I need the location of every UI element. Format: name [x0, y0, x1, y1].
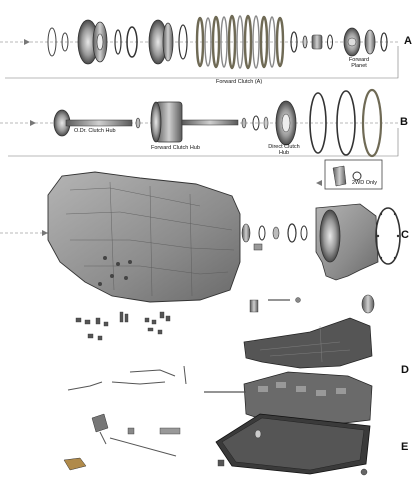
drain-plug [360, 468, 368, 476]
label-forward-planet: Forward Planet [344, 57, 374, 70]
lever-arm [99, 431, 107, 445]
2wd-part [332, 165, 347, 187]
output-seal [241, 223, 251, 243]
filter-seal [361, 294, 375, 314]
label-forward-clutch: Forward Clutch (A) [216, 79, 263, 85]
park-rod [109, 437, 177, 457]
label-odr-clutch-hub: O.Dr. Clutch Hub [74, 128, 116, 134]
direct-clutch-ring [309, 92, 327, 154]
label-forward-clutch-hub: Forward Clutch Hub [151, 145, 200, 151]
label-direct-clutch-hub: Direct Clutch Hub [264, 144, 304, 157]
case-tubes [67, 365, 187, 391]
valve-body-channels [259, 325, 351, 363]
label-forward-planet-line2: Planet [351, 62, 367, 69]
2wd-seal [352, 171, 362, 181]
row-a-parts [0, 14, 400, 79]
row-e-parts [63, 413, 371, 476]
row-letter-d: D [401, 364, 409, 376]
overdrive-drum-body [162, 22, 174, 62]
snap-ring [47, 27, 57, 57]
2wd-arrow-icon [316, 180, 322, 186]
range-sensor [63, 457, 87, 471]
label-forward-planet-line1: Forward [348, 57, 370, 63]
piston [126, 26, 138, 58]
spring-retainer [178, 24, 188, 60]
label-direct-clutch-hub-line1: Direct Clutch [268, 144, 300, 150]
gasket-ring [287, 223, 297, 243]
row-letter-b: B [400, 116, 408, 128]
row-a-arrow-icon [24, 39, 30, 45]
row-d-parts [67, 294, 375, 427]
transmission-case [47, 171, 241, 303]
pan-bolt [217, 459, 225, 467]
gasket-holes [376, 212, 400, 260]
row-a-return-line [5, 46, 399, 79]
case-bolt-holes [98, 256, 132, 286]
extension-gasket [375, 207, 401, 265]
seal-ring [61, 32, 69, 52]
forward-clutch-pack [195, 14, 285, 70]
washer [327, 34, 333, 50]
sun-gear [311, 34, 323, 50]
filter-neck [254, 429, 262, 439]
detent-spring [249, 299, 259, 313]
park-pawl [127, 427, 135, 435]
row-b-parts [0, 88, 400, 158]
manual-lever [91, 413, 109, 433]
band-friction [361, 88, 383, 158]
end-snap-ring [380, 32, 388, 52]
valve-body-upper [243, 317, 373, 369]
bearing [302, 35, 308, 49]
small-seal [300, 225, 308, 241]
thrust-bearing [263, 116, 269, 130]
label-direct-clutch-hub-line2: Hub [278, 149, 290, 156]
shaft-seal [252, 115, 260, 131]
sensor [253, 243, 263, 251]
valve-body-hardware [75, 311, 171, 341]
ring-gear [364, 29, 376, 55]
intermediate-shaft [181, 119, 239, 126]
shaft-washer [241, 117, 247, 129]
row-letter-a: A [404, 35, 412, 47]
drum-hub [96, 33, 104, 51]
output-ring [258, 225, 266, 241]
input-shaft [65, 119, 133, 127]
row-c-parts [0, 159, 401, 303]
row-b-return-line [8, 128, 399, 157]
label-2wd-only: 2WD Only [352, 180, 378, 186]
case-ribs [65, 181, 235, 297]
row-c-arrow-icon [42, 230, 48, 236]
shaft-bearing [135, 117, 141, 129]
thrust-washer [290, 31, 298, 53]
output-bearing [272, 226, 280, 240]
row-letter-e: E [401, 441, 409, 453]
row-letter-c: C [401, 229, 409, 241]
park-bracket [159, 427, 181, 435]
row-b-arrow-icon [30, 120, 36, 126]
solenoids [258, 382, 346, 396]
direct-clutch-ring-2 [336, 90, 356, 156]
piston-ring [114, 29, 122, 55]
